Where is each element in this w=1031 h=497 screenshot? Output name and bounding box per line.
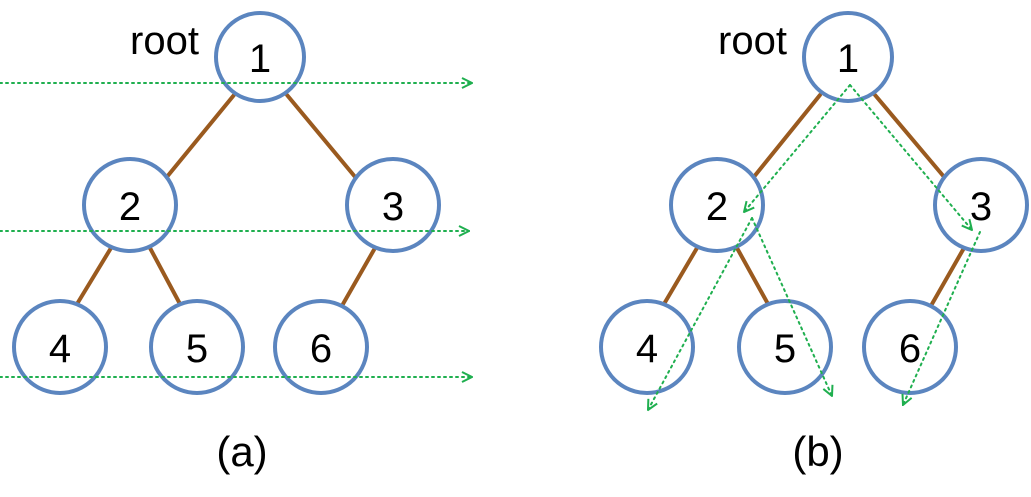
panel-b: 1 2 3 4 5 6 root (b) — [599, 11, 1029, 475]
node-1 — [214, 11, 306, 103]
dfs-arrow-1-to-3 — [849, 84, 972, 230]
node-2 — [82, 157, 178, 253]
edge-1-3 — [285, 93, 358, 180]
dfs-arrow-3-to-6 — [903, 231, 981, 405]
node-4 — [599, 299, 695, 395]
node-5 — [149, 299, 245, 395]
node-3-label: 3 — [970, 185, 992, 229]
node-4-label: 4 — [49, 327, 71, 371]
panel-a-edges — [75, 93, 377, 306]
node-6 — [273, 299, 369, 395]
node-2 — [669, 157, 765, 253]
edge-2-4 — [75, 246, 113, 306]
panel-a-node-labels: 1 2 3 4 5 6 — [49, 37, 404, 371]
node-1 — [802, 11, 894, 103]
node-4 — [12, 299, 108, 395]
panel-a-nodes — [12, 11, 441, 395]
node-5-label: 5 — [774, 327, 796, 371]
node-5-label: 5 — [186, 327, 208, 371]
node-1-label: 1 — [837, 37, 859, 81]
dfs-arrow-2-to-4 — [648, 217, 753, 410]
panel-b-nodes — [599, 11, 1029, 395]
node-2-label: 2 — [119, 185, 141, 229]
node-2-label: 2 — [706, 185, 728, 229]
panel-b-depth-first-arrows — [648, 84, 981, 410]
edge-1-2 — [164, 93, 236, 180]
node-3-label: 3 — [382, 185, 404, 229]
node-4-label: 4 — [636, 327, 658, 371]
edge-2-5 — [148, 246, 182, 306]
panel-b-node-labels: 1 2 3 4 5 6 — [636, 37, 992, 371]
panel-b-root-label: root — [718, 19, 787, 63]
node-6 — [862, 299, 958, 395]
edge-1-2 — [751, 93, 822, 180]
edge-1-3 — [873, 93, 947, 180]
dfs-arrow-2-to-5 — [751, 217, 832, 396]
node-3 — [933, 157, 1029, 253]
node-6-label: 6 — [310, 327, 332, 371]
panel-a-level-order-arrows — [0, 83, 473, 377]
node-3 — [345, 157, 441, 253]
node-6-label: 6 — [899, 327, 921, 371]
edge-2-4 — [662, 246, 699, 306]
panel-b-caption: (b) — [792, 428, 843, 475]
panel-a-caption: (a) — [216, 428, 267, 475]
node-5 — [737, 299, 833, 395]
edge-3-6 — [930, 246, 966, 306]
panel-b-edges — [662, 93, 966, 306]
node-1-label: 1 — [249, 37, 271, 81]
panel-a-root-label: root — [130, 19, 199, 63]
edge-2-5 — [735, 246, 770, 306]
panel-a: 1 2 3 4 5 6 root (a) — [0, 11, 473, 475]
dfs-arrow-1-to-2 — [744, 84, 851, 212]
edge-3-6 — [341, 246, 377, 306]
